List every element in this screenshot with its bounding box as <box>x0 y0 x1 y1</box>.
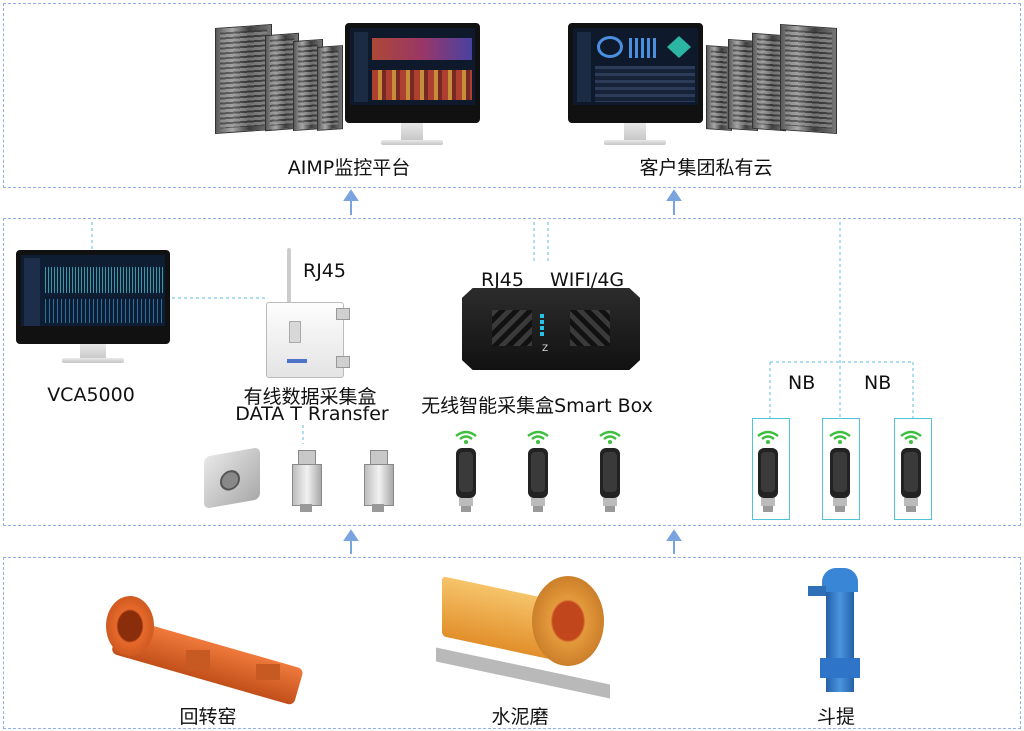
smart-box-device: Z <box>462 288 640 370</box>
arrow-head <box>666 529 682 541</box>
nb-label-left: NB <box>788 372 816 394</box>
wireless-sensor-4 <box>752 428 784 514</box>
arrow-head <box>666 189 682 201</box>
wired-box-bracket <box>336 356 350 368</box>
wired-box-name-line2: DATA T Rransfer <box>235 403 389 425</box>
nb-sensor-frame-3 <box>894 418 932 520</box>
equipment-label-kiln: 回转窑 <box>179 706 237 728</box>
vibration-sensor-2 <box>364 450 394 512</box>
aimp-server-rack <box>215 22 343 134</box>
nb-label-right: NB <box>864 372 892 394</box>
wifi-icon <box>527 430 549 512</box>
wifi-icon <box>900 430 922 512</box>
nb-sensor-frame-1 <box>752 418 790 520</box>
wifi-icon <box>829 430 851 512</box>
private-cloud-label: 客户集团私有云 <box>639 157 773 179</box>
vca5000-monitor <box>16 250 170 366</box>
vca5000-label: VCA5000 <box>47 384 135 406</box>
equipment-label-elevator: 斗提 <box>816 706 856 728</box>
wired-box-port-label: RJ45 <box>303 260 346 282</box>
wireless-sensor-1 <box>450 428 482 514</box>
equipment-tier-frame <box>3 557 1021 729</box>
platform-tier-frame <box>3 3 1021 188</box>
wired-data-box <box>266 302 344 378</box>
wired-box-antenna <box>287 248 291 304</box>
triaxial-vibration-sensor <box>204 447 260 509</box>
arrow-head <box>343 189 359 201</box>
wired-box-bracket <box>336 308 350 320</box>
wifi-icon <box>455 430 477 512</box>
wifi-icon <box>757 430 779 512</box>
wireless-sensor-5 <box>824 428 856 514</box>
smart-box-name: 无线智能采集盒Smart Box <box>421 395 653 417</box>
bucket-elevator-image <box>808 568 864 696</box>
wireless-sensor-3 <box>594 428 626 514</box>
smart-box-rj45-label: RJ45 <box>481 269 524 291</box>
private-cloud-server-rack <box>706 22 837 134</box>
acquisition-tier-frame <box>3 218 1021 526</box>
rotary-kiln-image <box>106 586 306 706</box>
smart-box-wifi-label: WIFI/4G <box>550 269 625 291</box>
aimp-monitor <box>345 23 480 149</box>
private-cloud-monitor <box>568 23 703 149</box>
equipment-label-mill: 水泥磨 <box>491 706 549 728</box>
cement-mill-image <box>436 570 614 699</box>
aimp-platform-label: AIMP监控平台 <box>287 157 411 179</box>
wireless-sensor-2 <box>522 428 554 514</box>
vibration-sensor-1 <box>292 450 322 512</box>
arrow-head <box>343 529 359 541</box>
wireless-sensor-6 <box>895 428 927 514</box>
nb-sensor-frame-2 <box>822 418 860 520</box>
wifi-icon <box>599 430 621 512</box>
wired-box-name-line1: 有线数据采集盒 <box>243 386 377 408</box>
